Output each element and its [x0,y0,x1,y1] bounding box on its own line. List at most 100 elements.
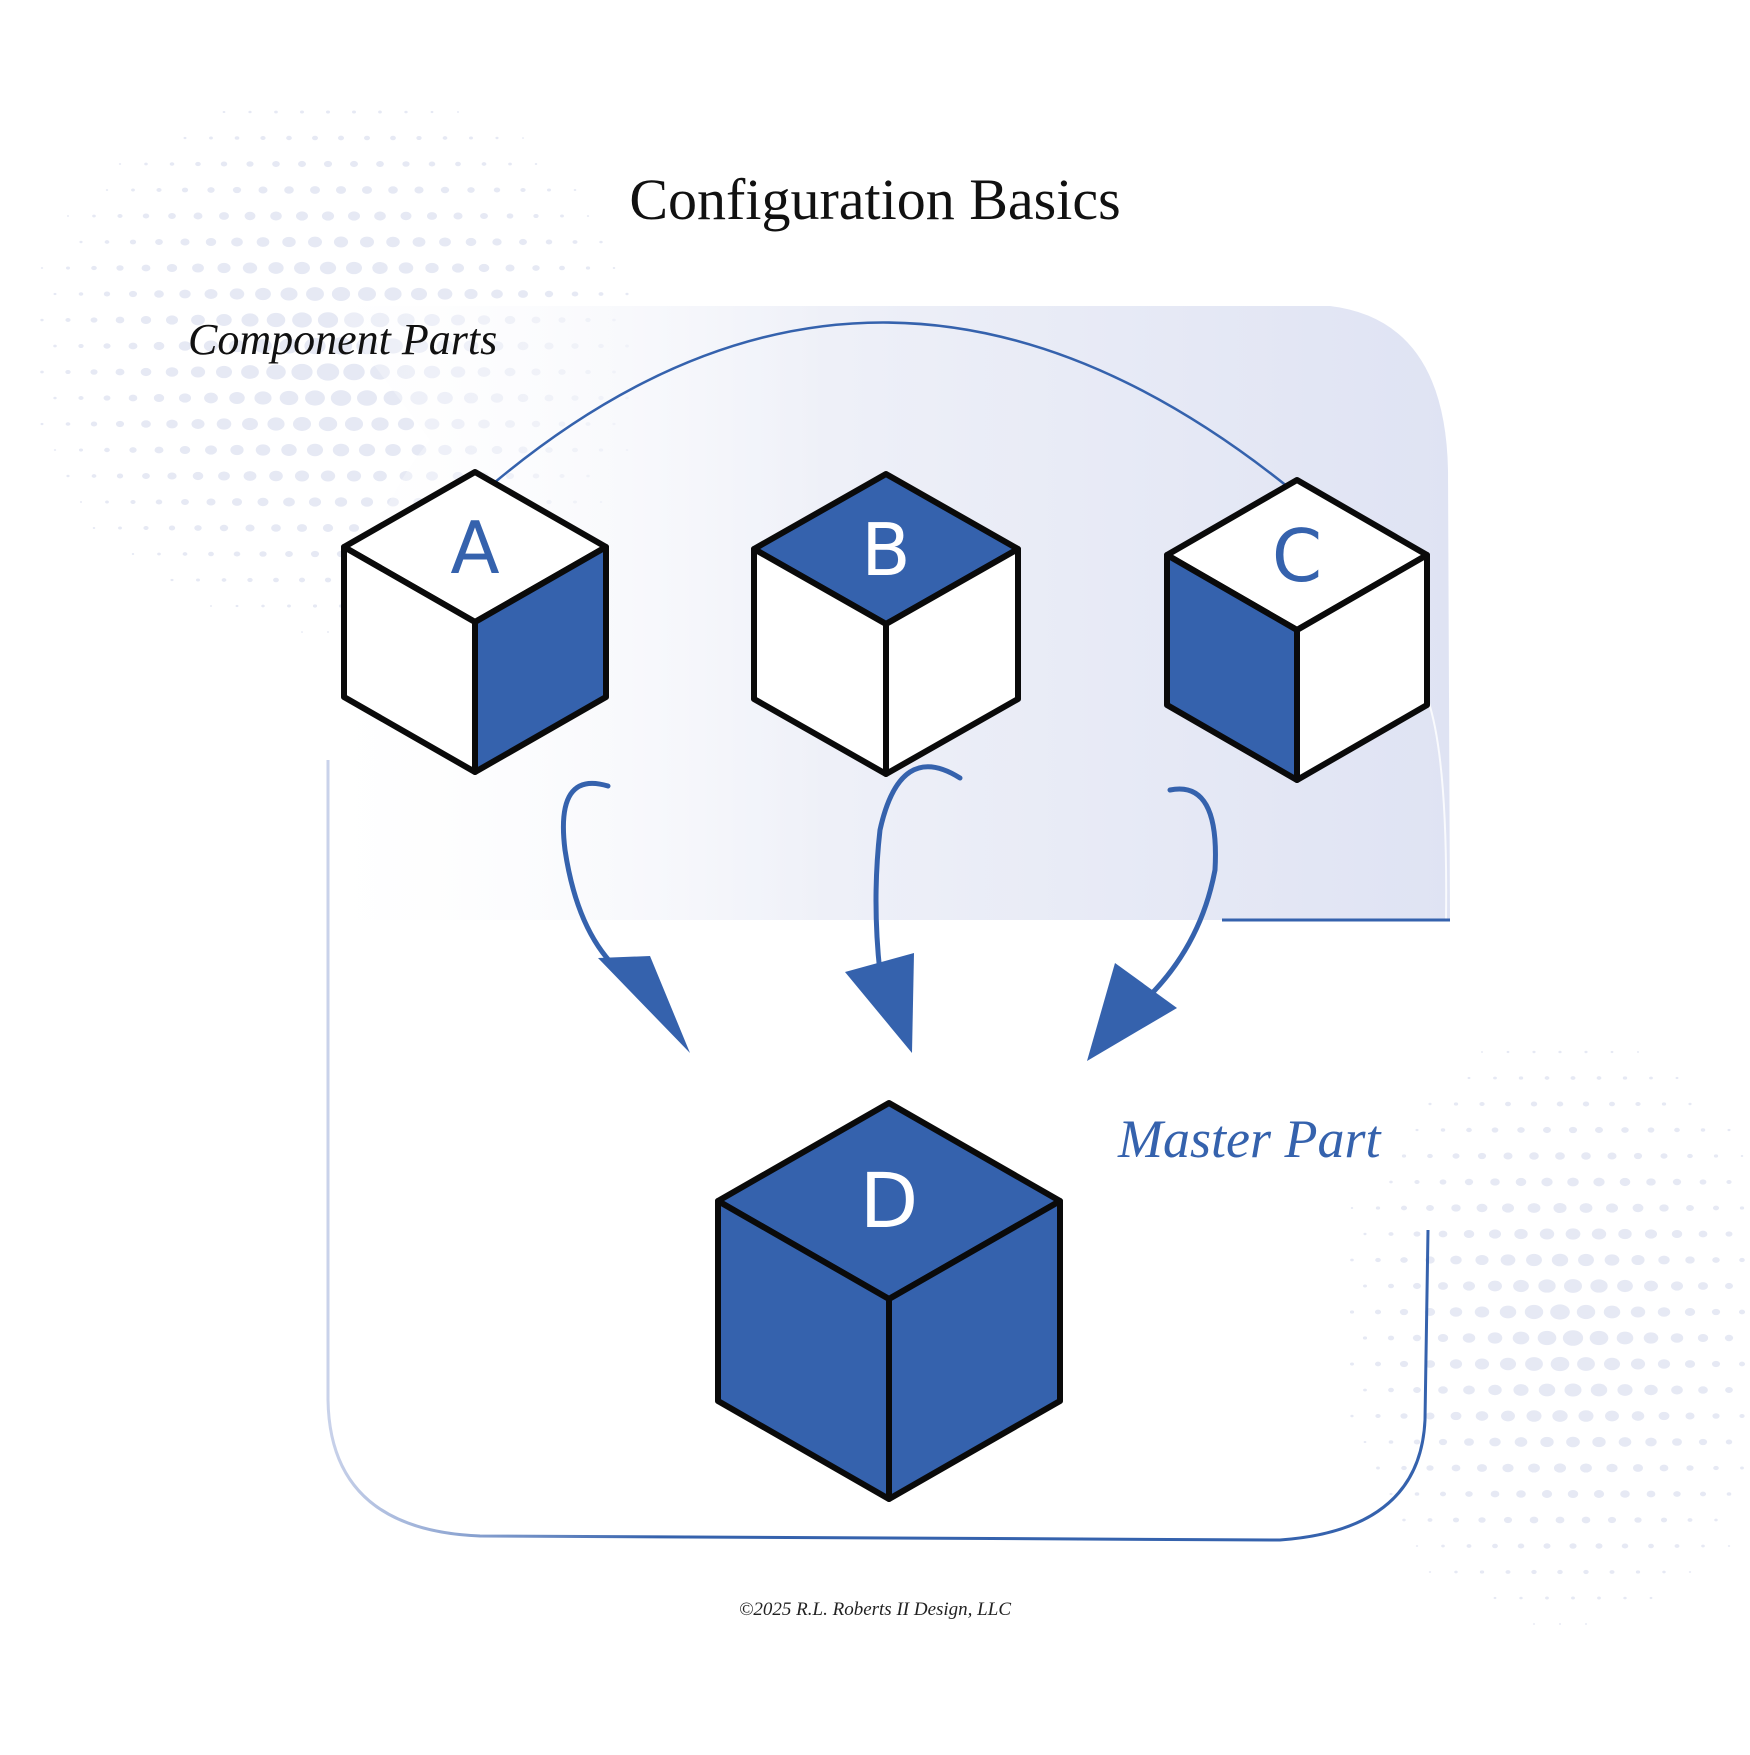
halftone-dot [1474,1306,1490,1318]
halftone-dot [1463,1385,1475,1395]
halftone-dot [1740,1155,1744,1157]
halftone-dot [586,215,590,217]
halftone-dot [373,470,387,482]
halftone-dot [241,313,259,327]
halftone-dot [361,186,373,194]
halftone-dot [1687,1518,1693,1522]
halftone-dot [245,524,255,532]
halftone-dot [478,263,490,273]
halftone-dot [334,497,348,507]
halftone-dot [191,418,205,430]
halftone-dot [207,187,215,193]
halftone-dot [1540,1436,1554,1448]
halftone-dot [206,498,216,506]
halftone-dot [255,287,271,301]
halftone-dot [1514,1437,1528,1447]
halftone-dot [267,417,285,431]
halftone-dot [572,240,578,244]
halftone-dot [216,418,232,430]
halftone-dot [1591,1228,1607,1240]
halftone-dot [1632,1203,1644,1213]
halftone-dot [374,211,386,221]
halftone-dot [359,236,375,248]
halftone-dot [1724,1334,1734,1342]
halftone-dot [320,470,336,482]
halftone-dot [66,215,70,217]
halftone-dot [506,213,514,219]
halftone-dot [1595,1543,1603,1549]
arrow-shaft [1137,786,1218,1008]
halftone-dot [131,188,135,192]
halftone-dot [319,261,337,275]
halftone-dot [331,286,351,302]
halftone-dot [1644,1384,1658,1396]
halftone-dot [1375,1206,1381,1210]
halftone-dot [1428,1571,1432,1573]
halftone-dot [165,315,179,325]
halftone-dot [203,340,219,352]
halftone-dot [1413,1439,1421,1445]
halftone-dot [65,369,71,375]
halftone-dot [1488,1280,1502,1292]
halftone-dot [40,422,44,426]
halftone-dot [181,498,189,506]
halftone-dot [143,526,149,530]
halftone-dot [1426,1204,1434,1212]
halftone-dot [1374,1309,1382,1315]
halftone-dot [1413,1387,1421,1393]
halftone-dot [1684,1308,1696,1316]
halftone-dot [1493,1076,1497,1080]
halftone-dot [323,160,333,168]
halftone-dot [1607,1152,1617,1160]
halftone-dot [40,267,44,269]
halftone-dot [1739,1257,1745,1263]
halftone-dot [343,363,365,381]
halftone-dot [1428,1102,1432,1106]
halftone-dot [78,292,84,296]
halftone-dot [166,419,178,429]
halftone-dot [1503,1516,1513,1524]
halftone-dot [79,501,83,503]
halftone-dot [66,474,70,478]
halftone-dot [1645,1437,1657,1447]
halftone-dot [168,213,176,219]
halftone-dot [1623,1596,1627,1600]
halftone-dot [440,186,450,194]
halftone-dot [1686,1465,1694,1471]
halftone-dot [1726,1179,1732,1185]
halftone-dot [1415,1128,1419,1132]
halftone-dot [1544,1076,1550,1080]
halftone-dot [1617,1384,1633,1396]
halftone-dot [1350,1414,1354,1418]
halftone-dot [116,265,124,271]
halftone-dot [1438,1386,1448,1394]
halftone-dot [1437,1334,1449,1342]
halftone-dot [1578,1410,1594,1422]
halftone-dot [1350,1207,1354,1209]
halftone-dot [560,214,564,218]
halftone-dot [191,314,205,326]
cube-right-face [886,1198,1063,1502]
halftone-dot [1646,1490,1656,1498]
halftone-dot [388,186,398,194]
halftone-dot [196,578,200,582]
halftone-dot [1450,1255,1462,1265]
halftone-dot [386,236,400,248]
halftone-dot [1686,1204,1694,1212]
halftone-dot [128,290,138,298]
halftone-dot [215,365,233,379]
halftone-dot [1671,1385,1683,1395]
halftone-dot [347,211,361,221]
halftone-dot [235,604,239,608]
cube-right-face [472,544,609,775]
halftone-dot [1582,1101,1590,1107]
halftone-dot [279,338,299,354]
halftone-dot [1604,1254,1620,1266]
halftone-dot [1738,1361,1746,1367]
halftone-dot [1580,1463,1592,1473]
halftone-dot [329,337,353,355]
halftone-dot [53,292,57,296]
halftone-dot [287,604,291,608]
halftone-dot [1564,1383,1582,1397]
halftone-dot [1596,1076,1602,1080]
